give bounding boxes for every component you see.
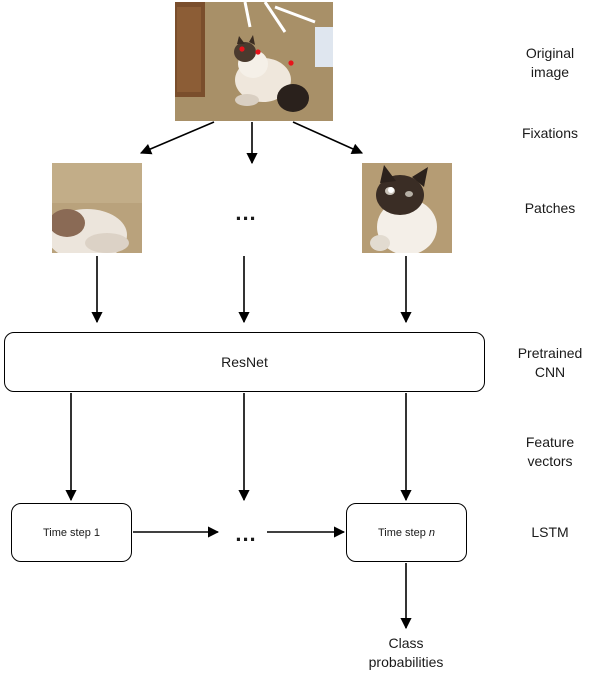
resnet-box: ResNet	[4, 332, 485, 392]
time-step-n-prefix: Time step	[377, 526, 429, 539]
patch-left-image	[52, 163, 142, 253]
label-patches: Patches	[524, 200, 576, 216]
time-step-n-label: Time step n	[378, 527, 435, 539]
time-step-n-variable: n	[428, 526, 436, 539]
time-step-1-label: Time step 1	[42, 526, 101, 539]
arrow-image-to-patch-right	[292, 121, 364, 154]
label-pretrained-cnn: Pretrained CNN	[517, 345, 583, 380]
time-step-n-box: Time step n	[346, 503, 467, 562]
label-class-probabilities: Class probabilities	[368, 635, 444, 670]
label-original-image: Original image	[525, 45, 575, 80]
time-step-1-box: Time step 1	[11, 503, 132, 562]
label-lstm: LSTM	[531, 524, 569, 540]
arrow-image-to-patch-left	[139, 121, 215, 155]
resnet-label: ResNet	[221, 354, 268, 370]
label-fixations: Fixations	[521, 125, 579, 141]
label-feature-vectors: Feature vectors	[525, 434, 575, 469]
original-image	[175, 2, 333, 121]
lstm-ellipsis: ...	[235, 521, 257, 546]
patch-right-image	[362, 163, 452, 253]
patches-ellipsis: ...	[235, 200, 257, 225]
